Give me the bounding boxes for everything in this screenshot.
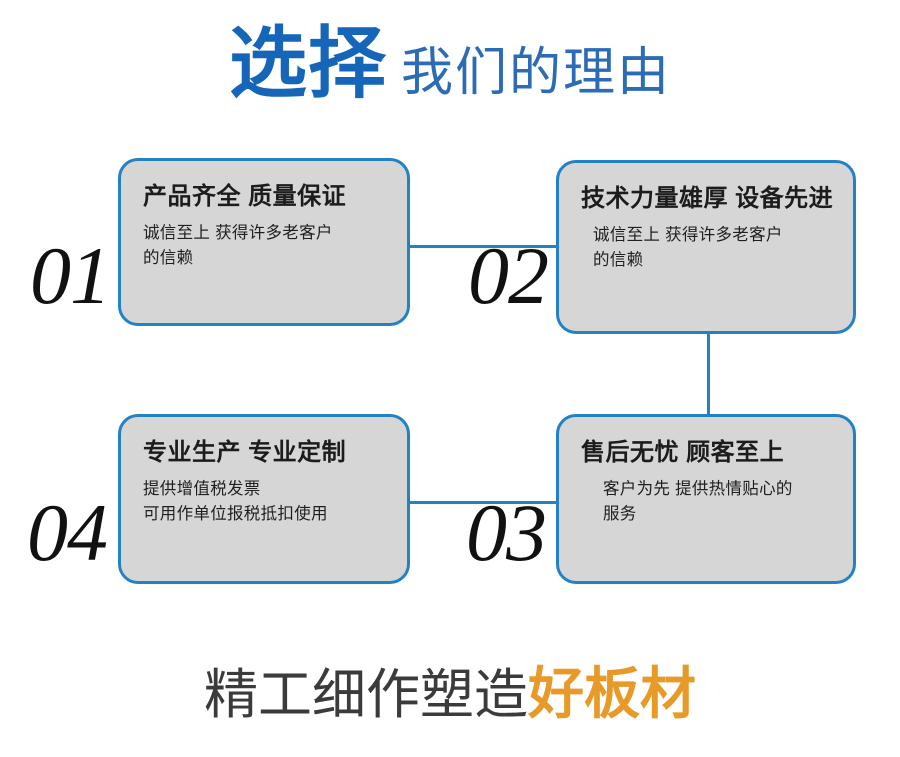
connector-line-01-to-02 — [400, 245, 570, 248]
card-04-title: 专业生产 专业定制 — [143, 439, 347, 466]
connector-line-03-to-04 — [400, 501, 570, 504]
card-03-title: 售后无忧 顾客至上 — [581, 439, 785, 466]
card-04-number: 04 — [27, 487, 108, 578]
card-04-body-line-2: 可用作单位报税抵扣使用 — [143, 505, 328, 524]
footer-tagline: 精工细作塑造好板材 — [0, 665, 900, 725]
card-01-body-line-1: 诚信至上 获得许多老客户 — [143, 223, 333, 242]
reason-card-01[interactable]: 产品齐全 质量保证 诚信至上 获得许多老客户 的信赖 — [118, 158, 410, 326]
card-03-body-line-1: 客户为先 提供热情贴心的 — [603, 479, 793, 498]
footer-tagline-accent: 好板材 — [528, 662, 696, 725]
footer-tagline-gray: 精工细作塑造 — [204, 665, 528, 725]
card-03-number: 03 — [466, 487, 547, 578]
header-title-strong: 选择 — [228, 19, 387, 107]
connector-line-02-to-03 — [707, 330, 710, 416]
card-02-number: 02 — [468, 230, 549, 321]
card-01-body-line-2: 的信赖 — [143, 249, 194, 268]
card-01-title: 产品齐全 质量保证 — [143, 183, 347, 210]
card-01-body: 诚信至上 获得许多老客户 的信赖 — [143, 221, 389, 272]
header-title-light: 我们的理由 — [401, 44, 672, 102]
card-03-body: 客户为先 提供热情贴心的 服务 — [581, 477, 835, 528]
reason-card-03[interactable]: 售后无忧 顾客至上 客户为先 提供热情贴心的 服务 — [556, 414, 856, 584]
page-header: 选择我们的理由 — [0, 24, 900, 102]
reason-card-02[interactable]: 技术力量雄厚 设备先进 诚信至上 获得许多老客户 的信赖 — [556, 160, 856, 334]
card-01-number: 01 — [30, 230, 111, 321]
reason-card-04[interactable]: 专业生产 专业定制 提供增值税发票 可用作单位报税抵扣使用 — [118, 414, 410, 584]
card-02-body-line-2: 的信赖 — [593, 251, 644, 270]
card-04-body-line-1: 提供增值税发票 — [143, 479, 261, 498]
card-02-body: 诚信至上 获得许多老客户 的信赖 — [581, 223, 835, 274]
card-02-title: 技术力量雄厚 设备先进 — [581, 185, 834, 212]
card-04-body: 提供增值税发票 可用作单位报税抵扣使用 — [143, 477, 389, 528]
card-03-body-line-2: 服务 — [603, 505, 637, 524]
card-02-body-line-1: 诚信至上 获得许多老客户 — [593, 225, 783, 244]
